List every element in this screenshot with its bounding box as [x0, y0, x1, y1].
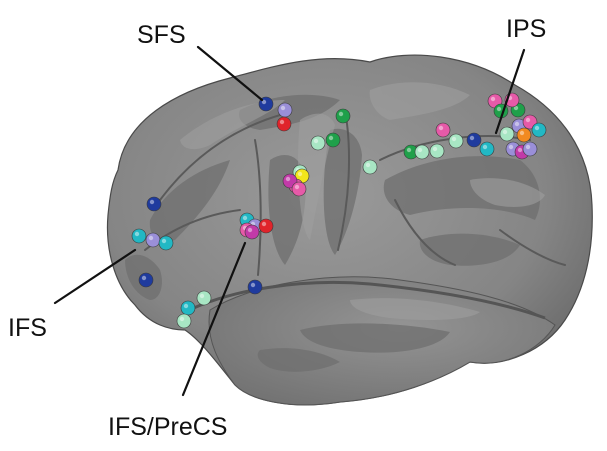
electrode-dot-highlight	[162, 239, 166, 243]
electrode-dot-highlight	[418, 148, 422, 152]
electrode-dot	[292, 182, 306, 196]
electrode-dot-highlight	[526, 118, 530, 122]
electrode-dot-highlight	[407, 148, 411, 152]
electrode-dot-highlight	[295, 185, 299, 189]
electrode-dot-highlight	[135, 232, 139, 236]
electrode-dot-highlight	[298, 172, 302, 176]
electrode-dot	[177, 314, 191, 328]
electrode-dot	[363, 160, 377, 174]
electrode-dot	[147, 197, 161, 211]
electrode-dot-highlight	[452, 137, 456, 141]
electrode-dot-highlight	[281, 106, 285, 110]
electrode-dot	[500, 127, 514, 141]
electrode-dot-highlight	[439, 126, 443, 130]
electrode-dot-highlight	[509, 145, 513, 149]
electrode-dot-highlight	[314, 139, 318, 143]
electrode-dot	[248, 280, 262, 294]
electrode-dot	[259, 219, 273, 233]
electrode-dot-highlight	[526, 145, 530, 149]
electrode-dot-highlight	[470, 136, 474, 140]
electrode-dot	[523, 142, 537, 156]
electrode-dot	[480, 142, 494, 156]
electrode-dot-highlight	[433, 147, 437, 151]
electrode-dot-highlight	[248, 228, 252, 232]
electrode-dot	[336, 109, 350, 123]
electrode-dot	[311, 136, 325, 150]
electrode-dot-highlight	[251, 283, 255, 287]
electrode-dot	[430, 144, 444, 158]
electrode-dot	[132, 229, 146, 243]
electrode-dot	[517, 128, 531, 142]
electrode-dot-highlight	[184, 304, 188, 308]
electrode-dot-highlight	[200, 294, 204, 298]
electrode-dot	[146, 233, 160, 247]
electrode-dot	[436, 123, 450, 137]
electrode-dot-highlight	[520, 131, 524, 135]
electrode-dot	[326, 133, 340, 147]
electrode-dot	[181, 301, 195, 315]
electrode-dot-highlight	[518, 148, 522, 152]
electrode-dot-highlight	[286, 177, 290, 181]
electrode-dot-highlight	[329, 136, 333, 140]
label-ifs: IFS	[8, 314, 47, 342]
electrode-dot	[532, 123, 546, 137]
electrode-dot-highlight	[535, 126, 539, 130]
electrode-dot-highlight	[142, 276, 146, 280]
electrode-dot-highlight	[515, 122, 519, 126]
electrode-dot	[415, 145, 429, 159]
electrode-dot	[245, 225, 259, 239]
label-sfs: SFS	[137, 21, 186, 49]
electrode-dot	[467, 133, 481, 147]
electrode-dot-highlight	[243, 216, 247, 220]
electrode-dot-highlight	[366, 163, 370, 167]
electrode-dot	[278, 103, 292, 117]
electrode-dot-highlight	[339, 112, 343, 116]
electrode-dot-highlight	[262, 222, 266, 226]
electrode-dot-highlight	[150, 200, 154, 204]
electrode-dot-highlight	[503, 130, 507, 134]
electrode-dot	[139, 273, 153, 287]
electrode-dot-highlight	[180, 317, 184, 321]
label-ips: IPS	[506, 15, 546, 43]
label-ifs-precs: IFS/PreCS	[108, 413, 227, 441]
electrode-dot-highlight	[483, 145, 487, 149]
electrode-dot	[277, 117, 291, 131]
electrode-dot-highlight	[497, 107, 501, 111]
electrode-dot-highlight	[491, 97, 495, 101]
electrode-dot-highlight	[149, 236, 153, 240]
electrode-dot	[197, 291, 211, 305]
electrode-dot	[449, 134, 463, 148]
electrode-dot-highlight	[280, 120, 284, 124]
electrode-dot	[159, 236, 173, 250]
